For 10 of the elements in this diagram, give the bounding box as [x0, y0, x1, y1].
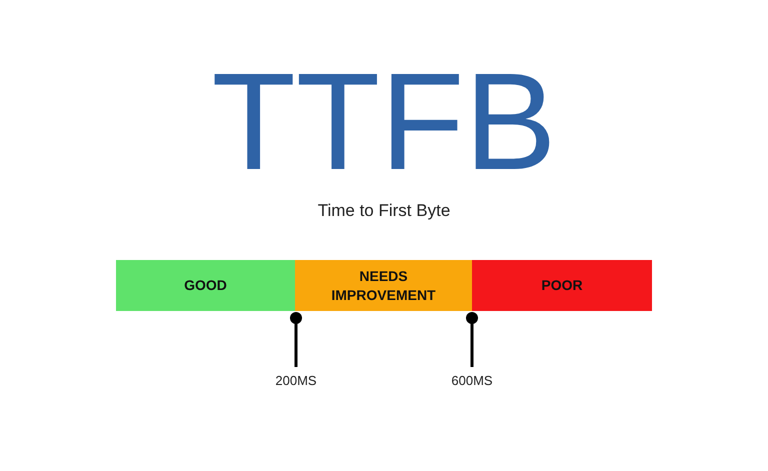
rating-segment [116, 260, 295, 311]
threshold-label: 600MS [450, 373, 494, 388]
segment-label: POOR [541, 276, 583, 295]
title: TTFB [210, 52, 558, 192]
rating-segment [295, 260, 472, 311]
segment-label: GOOD [184, 276, 227, 295]
threshold-label: 200MS [274, 373, 318, 388]
subtitle: Time to First Byte [316, 201, 452, 221]
rating-segment [472, 260, 652, 311]
segment-label: NEEDS IMPROVEMENT [330, 266, 437, 304]
